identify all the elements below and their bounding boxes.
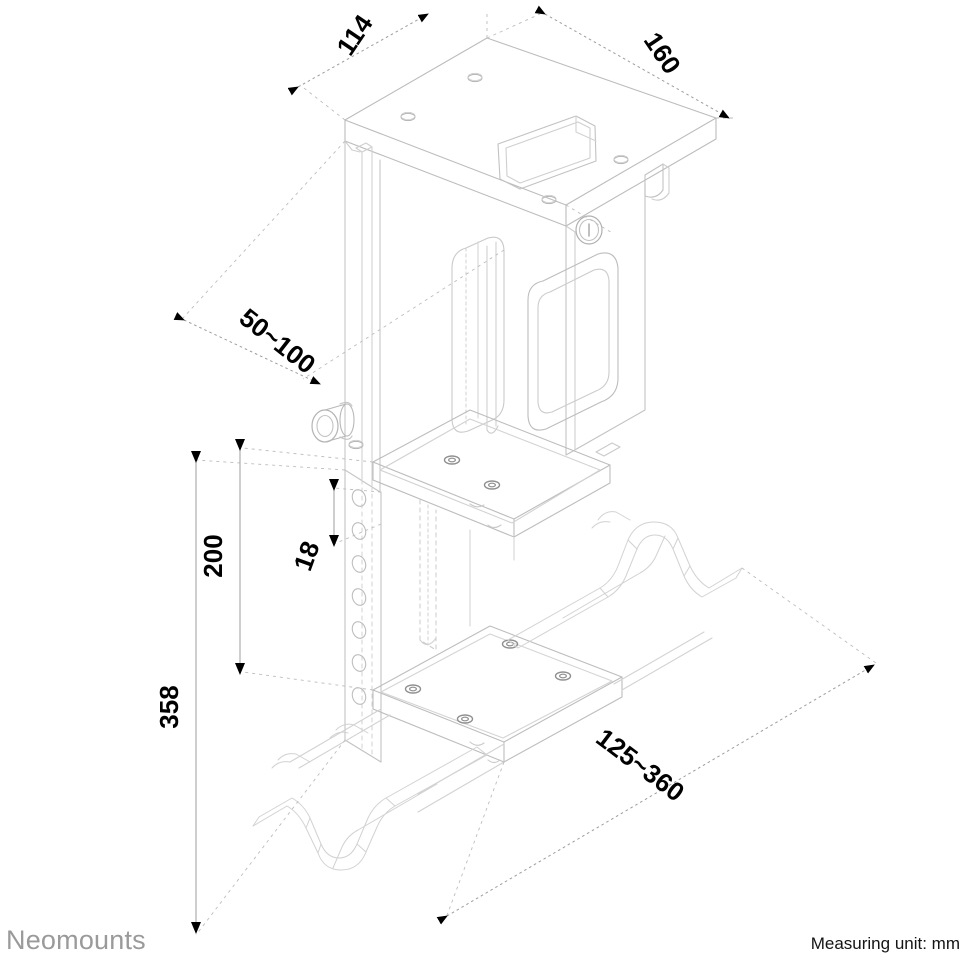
measuring-unit-note: Measuring unit: mm	[810, 934, 960, 953]
upper-body	[344, 140, 646, 493]
dimension-labels: 114 160 50~100 358 200 18 125~360	[154, 9, 690, 808]
dim-50-100	[173, 312, 321, 385]
dimension-label-height-total: 358	[154, 685, 184, 728]
adjustment-knob	[311, 401, 364, 450]
dimension-lines-vertical	[191, 439, 339, 934]
extension-lines	[182, 13, 877, 936]
dimension-label-width-top: 160	[638, 27, 687, 80]
brand-logo: Neomounts	[6, 925, 146, 955]
clamp-arms-front	[252, 723, 488, 871]
dim-160	[534, 5, 730, 119]
dim-125-360	[436, 664, 875, 925]
clamp-arms-rear	[507, 511, 743, 649]
dimension-lines	[173, 5, 875, 925]
dimension-label-height-travel: 200	[198, 534, 228, 577]
dimension-label-clamp-width: 50~100	[234, 302, 321, 380]
dimension-label-depth-top: 114	[330, 9, 379, 61]
middle-support-plate	[372, 409, 621, 538]
key-lock-cylinder	[575, 215, 603, 245]
lower-sliding-plate	[372, 529, 623, 764]
rail-hole-column	[351, 489, 367, 705]
product-geometry	[252, 37, 743, 871]
dimension-label-depth-range: 125~360	[591, 722, 690, 807]
dimension-label-offset-small: 18	[288, 537, 326, 574]
dim-114	[287, 13, 429, 96]
height-adjustment-rail	[344, 469, 437, 763]
